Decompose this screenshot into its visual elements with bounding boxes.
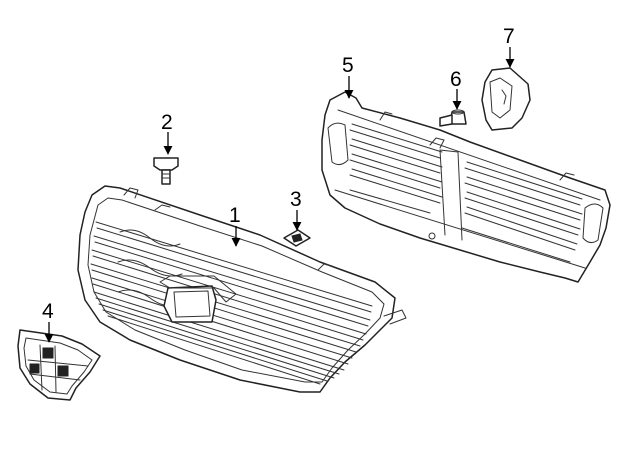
callout-3: 3	[290, 188, 302, 211]
callout-4: 4	[42, 300, 54, 323]
callout-2: 2	[161, 111, 173, 134]
bracket-illustration	[481, 67, 531, 131]
grille-illustration	[77, 185, 407, 393]
shutter-assembly-illustration	[321, 91, 611, 283]
callout-1: 1	[229, 204, 241, 227]
screw-illustration	[439, 109, 467, 127]
bolt-illustration	[153, 157, 179, 185]
callout-6: 6	[450, 68, 462, 91]
callout-5: 5	[342, 54, 354, 77]
clip-illustration	[283, 229, 311, 247]
callout-arrows	[44, 47, 515, 343]
callout-7: 7	[503, 25, 515, 48]
emblem-illustration	[17, 329, 101, 401]
callout-labels: 1 2 3 4 5 6 7	[42, 25, 515, 323]
